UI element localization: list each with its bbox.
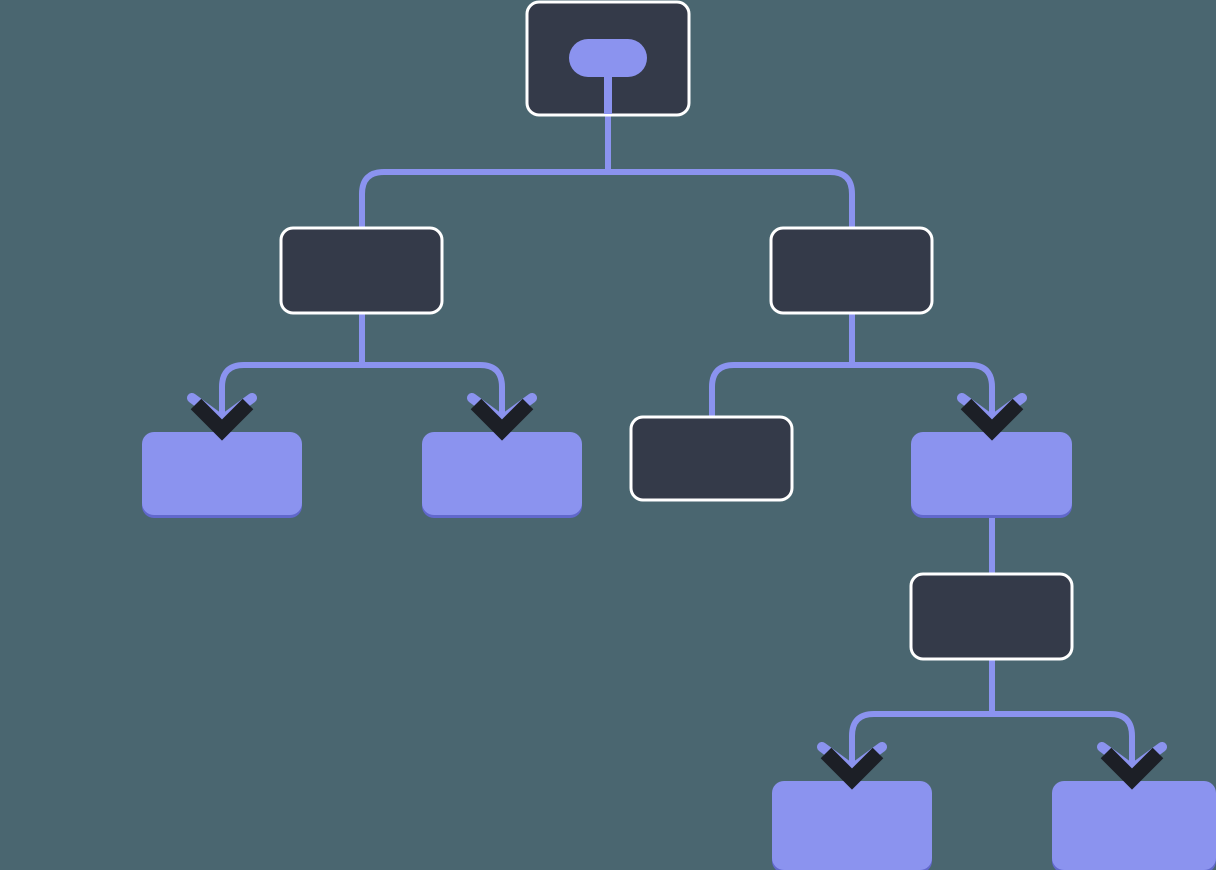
arrowhead-front-chevron <box>190 398 254 441</box>
arrow-leaf-4 <box>817 742 887 790</box>
arrow-leaf-2 <box>467 393 537 441</box>
edge-mid-right-bus <box>709 362 995 388</box>
node-body-mid-left[interactable] <box>279 226 444 315</box>
arrowhead-front-chevron <box>470 398 534 441</box>
node-body-branch-node[interactable] <box>911 432 1072 515</box>
edge-sub-dark-bus <box>849 711 1135 737</box>
arrowheads-layer <box>187 393 1167 790</box>
node-leaf-3-dark[interactable] <box>629 415 794 502</box>
edge-root-bus <box>359 169 855 195</box>
node-body-leaf-4[interactable] <box>772 781 932 870</box>
node-mid-left[interactable] <box>279 226 444 315</box>
arrow-leaf-1 <box>187 393 257 441</box>
node-leaf-1[interactable] <box>142 432 302 518</box>
edge-mid-left-bus <box>219 362 505 388</box>
node-body-leaf-2[interactable] <box>422 432 582 515</box>
arrow-branch-node <box>957 393 1027 441</box>
node-sub-dark[interactable] <box>909 572 1074 661</box>
node-branch-node[interactable] <box>911 432 1072 518</box>
node-glyph-stem <box>604 58 612 114</box>
nodes-layer <box>142 0 1216 870</box>
node-body-leaf-3-dark[interactable] <box>629 415 794 502</box>
node-body-sub-dark[interactable] <box>909 572 1074 661</box>
arrowhead-front-chevron <box>1100 747 1164 790</box>
node-body-leaf-5[interactable] <box>1052 781 1216 870</box>
node-leaf-4[interactable] <box>772 781 932 870</box>
node-leaf-2[interactable] <box>422 432 582 518</box>
node-mid-right[interactable] <box>769 226 934 315</box>
arrow-leaf-5 <box>1097 742 1167 790</box>
node-body-mid-right[interactable] <box>769 226 934 315</box>
node-root[interactable] <box>525 0 691 117</box>
node-body-leaf-1[interactable] <box>142 432 302 515</box>
arrowhead-front-chevron <box>960 398 1024 441</box>
node-leaf-5[interactable] <box>1052 781 1216 870</box>
arrowhead-front-chevron <box>820 747 884 790</box>
